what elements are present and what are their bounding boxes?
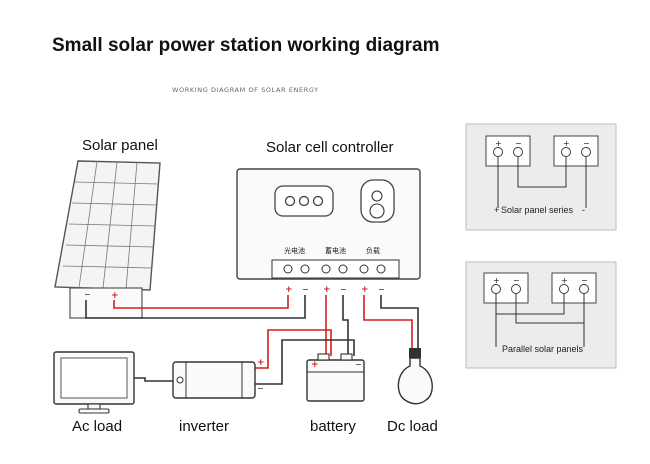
battery-label: battery — [310, 418, 356, 435]
ac-load-label: Ac load — [72, 418, 122, 435]
series-panel2-plus: + — [563, 139, 570, 148]
diagram-subtitle: WORKING DIAGRAM OF SOLAR ENERGY — [172, 86, 319, 94]
light-bulb-icon — [397, 348, 433, 405]
parallel-panel1-minus: − — [513, 276, 520, 285]
parallel-panel2-plus: + — [561, 276, 568, 285]
inverter-wires — [253, 329, 355, 385]
controller-group-load: 负载 — [366, 246, 380, 255]
controller-body — [236, 168, 421, 280]
controller-group-pv: 光电池 — [284, 246, 305, 255]
panel-wires — [85, 295, 306, 319]
panel-minus-sign: − — [84, 290, 91, 299]
parallel-inset — [465, 261, 617, 369]
series-panel2-minus: − — [583, 139, 590, 148]
solar-panel-icon — [54, 160, 161, 319]
parallel-caption: Parallel solar panels — [502, 344, 584, 354]
controller-group-battery: 蓄电池 — [325, 246, 346, 255]
solar-panel-label: Solar panel — [82, 137, 158, 154]
inverter-minus-sign: − — [257, 384, 264, 393]
inverter-plus-sign: + — [257, 358, 265, 368]
series-minus-sign: - — [582, 205, 585, 215]
parallel-panel2-minus: − — [581, 276, 588, 285]
battery-plus-sign: + — [311, 360, 319, 370]
series-inset — [465, 123, 617, 231]
series-panel1-plus: + — [495, 139, 502, 148]
terminal-sign-5: + — [361, 285, 369, 295]
inverter-label: inverter — [179, 418, 229, 435]
series-panel1-minus: − — [515, 139, 522, 148]
dc-load-label: Dc load — [387, 418, 438, 435]
terminal-sign-2: − — [302, 285, 309, 294]
page-title: Small solar power station working diagra… — [52, 35, 439, 56]
terminal-sign-4: − — [340, 285, 347, 294]
terminal-sign-3: + — [323, 285, 331, 295]
terminal-sign-1: + — [285, 285, 293, 295]
monitor-icon — [53, 351, 135, 414]
battery-icon — [306, 353, 365, 402]
battery-minus-sign: − — [355, 360, 362, 369]
controller-label: Solar cell controller — [266, 139, 394, 156]
inverter-icon — [172, 361, 256, 399]
ac-load-wire — [133, 377, 175, 382]
parallel-panel1-plus: + — [493, 276, 500, 285]
battery-wires — [325, 295, 349, 355]
series-caption: Solar panel series — [501, 205, 574, 215]
terminal-sign-6: − — [378, 285, 385, 294]
series-plus-sign: + — [494, 205, 499, 215]
dc-load-wires — [363, 295, 419, 348]
panel-plus-sign: + — [111, 291, 119, 301]
